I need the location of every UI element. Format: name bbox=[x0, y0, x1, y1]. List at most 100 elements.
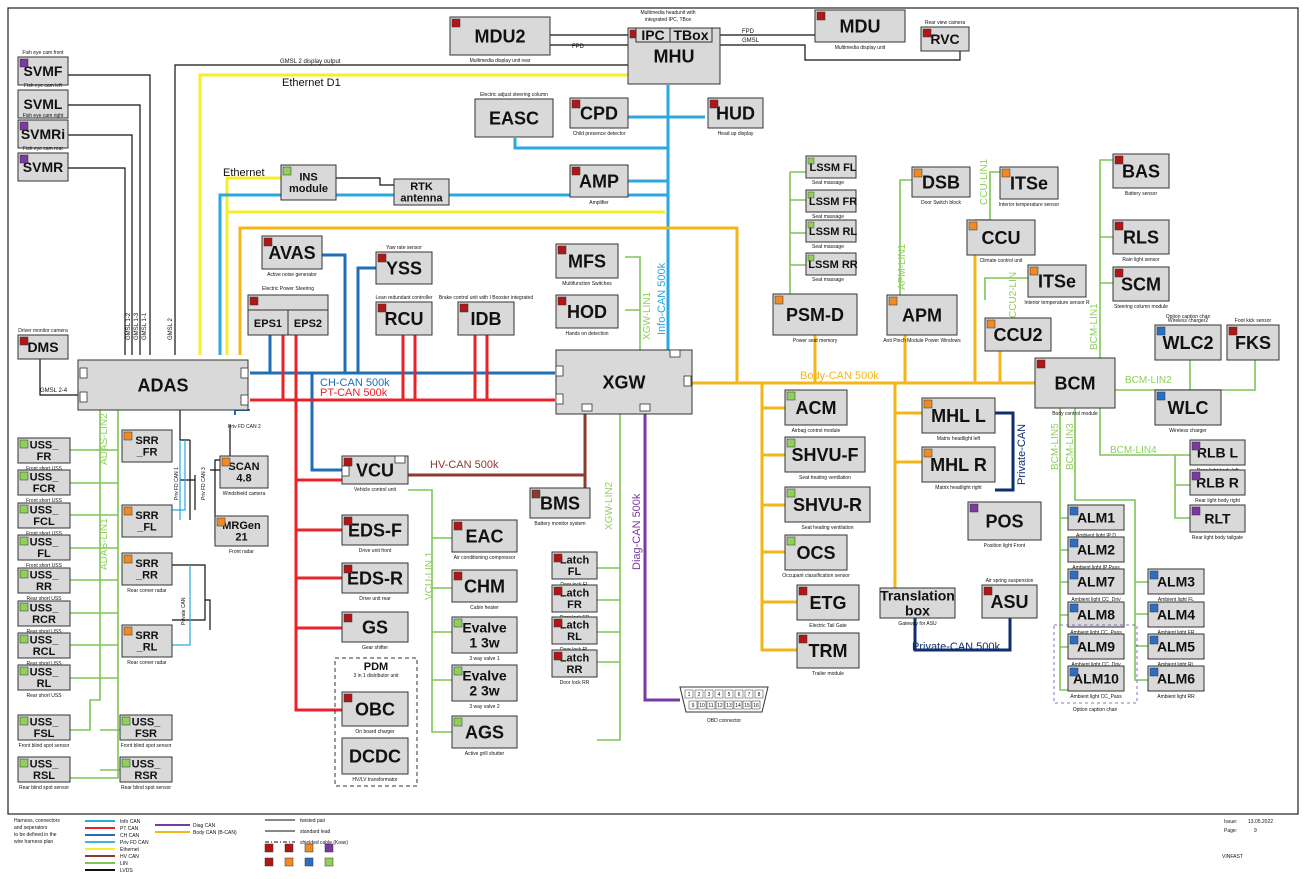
module-adas[interactable]: ADAS bbox=[77, 359, 249, 411]
module-srrfl[interactable]: SRR_FL bbox=[121, 504, 173, 538]
module-xgw[interactable]: XGW bbox=[555, 349, 693, 415]
module-latchfl[interactable]: LatchFLDoor lock FL bbox=[551, 551, 598, 588]
module-latchrl[interactable]: LatchRLDoor lock RL bbox=[551, 616, 598, 653]
module-sas[interactable]: SASEPS1EPS2Electric Power Steering bbox=[247, 286, 329, 336]
module-srrfr[interactable]: SRR_FR bbox=[121, 429, 173, 463]
module-latchfr[interactable]: LatchFRDoor lock FR bbox=[551, 584, 598, 621]
module-ccu2[interactable]: CCU2 bbox=[984, 317, 1052, 352]
